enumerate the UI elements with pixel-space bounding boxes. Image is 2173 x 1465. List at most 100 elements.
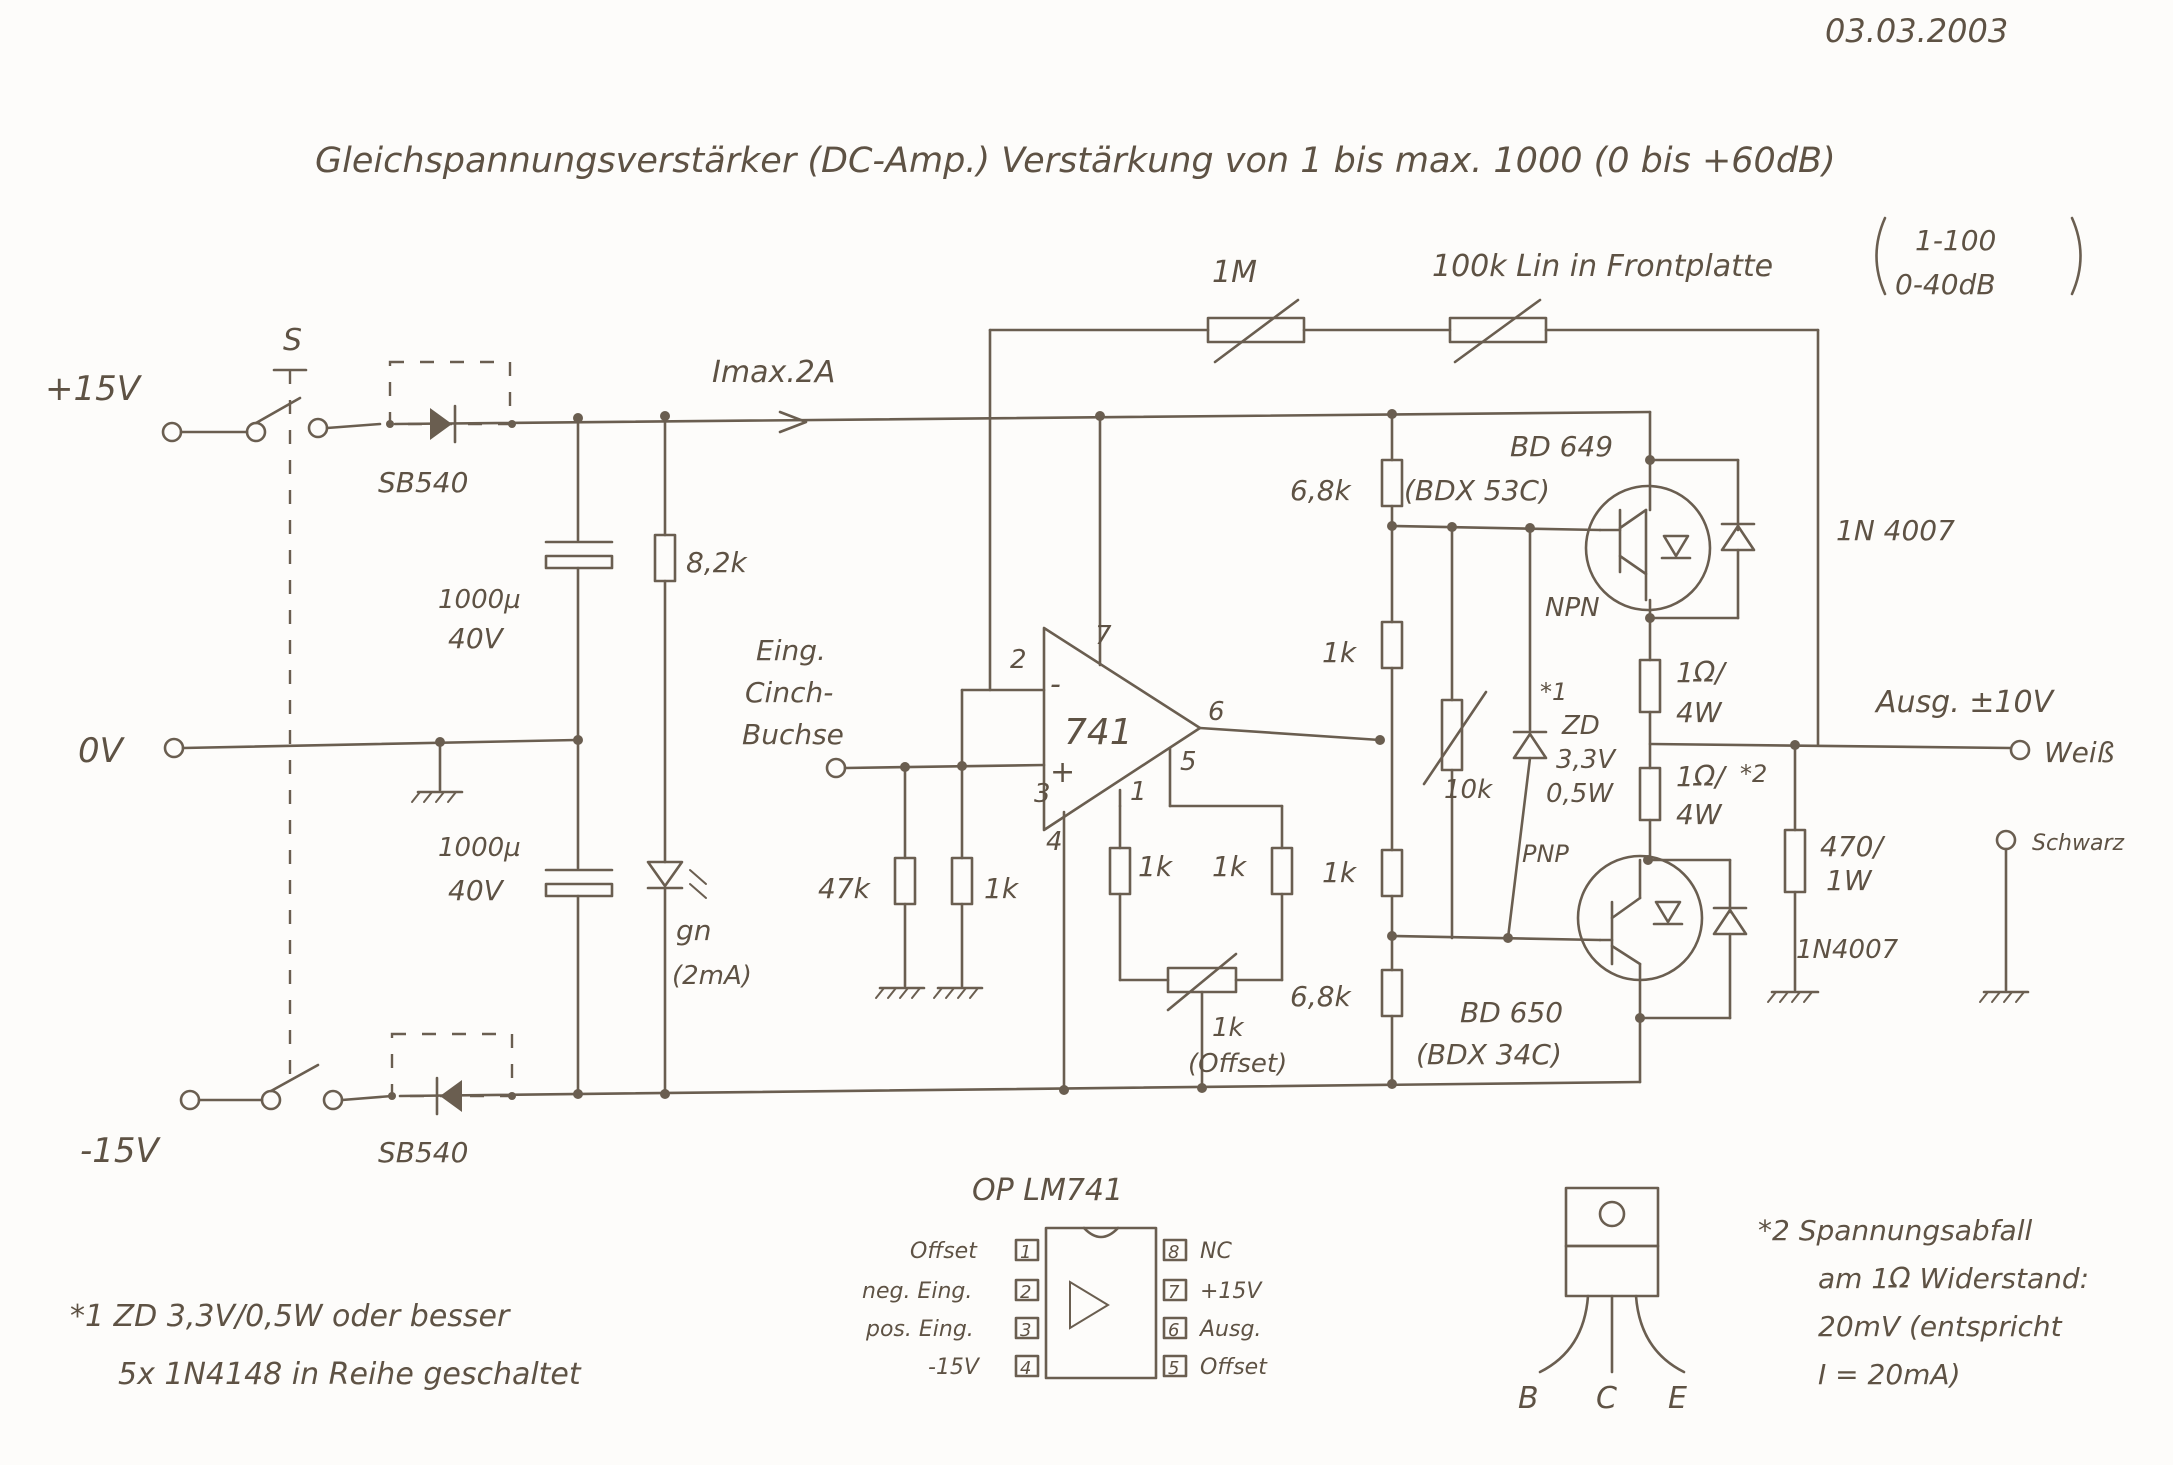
opamp-pin-2: 2 — [1010, 645, 1027, 675]
sb540-bottom-label: SB540 — [378, 1136, 468, 1169]
opamp-pin-6: 6 — [1208, 697, 1225, 727]
negative-rail — [340, 1080, 1642, 1102]
offset-pot-label: (Offset) — [1188, 1049, 1287, 1079]
output-label: Ausg. ±10V — [1874, 685, 2056, 720]
bias-pot-label: 10k — [1444, 775, 1493, 805]
switch-label: S — [283, 323, 302, 358]
opamp-plus-sign: + — [1050, 755, 1075, 790]
ic-left-pin-2: 2 — [1020, 1282, 1031, 1303]
input-label-2: Cinch- — [745, 676, 833, 709]
note1-line2: 5x 1N4148 in Reihe geschaltet — [118, 1357, 582, 1392]
led-indicator — [646, 411, 707, 1099]
opamp-pin-4: 4 — [1046, 827, 1063, 857]
zd-star: *1 — [1540, 678, 1567, 706]
minus-terminal — [179, 1089, 282, 1111]
supply-minus-label: -15V — [80, 1131, 162, 1171]
npn-transistor — [1584, 410, 1756, 662]
ic-right-label-8: NC — [1200, 1239, 1232, 1264]
pnp-type: PNP — [1522, 840, 1569, 868]
to220-package — [1538, 1186, 1686, 1374]
npn-diode-label: 1N 4007 — [1836, 514, 1955, 547]
ic-left-pin-1: 1 — [1020, 1242, 1031, 1263]
led-current: (2mA) — [672, 961, 752, 991]
bias-r-bot-label: 6,8k — [1290, 980, 1353, 1013]
ic-right-pin-6: 6 — [1168, 1320, 1179, 1341]
opamp-minus-sign: - — [1050, 667, 1061, 702]
bias-r-top-label: 6,8k — [1290, 474, 1353, 507]
ic-right-label-7: +15V — [1200, 1279, 1263, 1304]
npn-name: BD 649 — [1510, 430, 1613, 463]
to220-pin-e: E — [1668, 1381, 1687, 1416]
to220-pin-c: C — [1596, 1381, 1617, 1416]
output-black-label: Schwarz — [2032, 831, 2125, 856]
ic-title: OP LM741 — [972, 1173, 1123, 1208]
sb540-bottom-diode — [388, 1032, 516, 1116]
npn-type: NPN — [1545, 593, 1600, 623]
opamp-pin-5: 5 — [1180, 747, 1197, 777]
output-white-terminal — [2009, 739, 2031, 761]
positive-rail — [325, 410, 1652, 430]
current-arrow — [778, 410, 808, 434]
pnp-transistor — [1576, 854, 1748, 1084]
bias-r-mid1-label: 1k — [1322, 636, 1358, 669]
ic-left-label-3: pos. Eing. — [865, 1317, 974, 1342]
input-r1k-label: 1k — [984, 872, 1020, 905]
feedback-path — [988, 298, 1820, 746]
sb540-top-label: SB540 — [378, 466, 468, 499]
cap2-voltage: 40V — [448, 874, 505, 907]
pnp-alt: (BDX 34C) — [1416, 1038, 1562, 1071]
opamp-pin-3: 3 — [1034, 779, 1051, 809]
ic-right-pin-7: 7 — [1168, 1282, 1180, 1303]
ic-left-pin-3: 3 — [1020, 1320, 1031, 1341]
note2-line1: *2 Spannungsabfall — [1758, 1214, 2032, 1247]
opamp-741 — [1042, 411, 1382, 1095]
offset-network — [1108, 846, 1294, 1093]
re2-power: 4W — [1676, 798, 1723, 831]
ic-left-pin-4: 4 — [1020, 1358, 1031, 1379]
note2-line2: am 1Ω Widerstand: — [1818, 1262, 2089, 1295]
bias-network — [1375, 409, 1602, 1089]
input-network — [825, 688, 1046, 999]
ic-left-label-1: Offset — [910, 1239, 978, 1264]
offset-r1-label: 1k — [1138, 850, 1174, 883]
input-r47k-label: 47k — [818, 872, 872, 905]
ic-right-pin-8: 8 — [1168, 1242, 1179, 1263]
opamp-pin-7: 7 — [1095, 621, 1112, 651]
led-color: gn — [676, 914, 712, 947]
load-r-power: 1W — [1826, 864, 1873, 897]
supply-zero-label: 0V — [78, 731, 126, 771]
note1-line1: *1 ZD 3,3V/0,5W oder besser — [70, 1299, 511, 1334]
input-label-3: Buchse — [742, 718, 844, 751]
emitter-resistors — [1638, 658, 2012, 862]
pot-1m-label: 1M — [1212, 255, 1257, 290]
zero-terminal — [163, 737, 578, 759]
load-r-value: 470/ — [1820, 830, 1885, 863]
ic-right-pin-5: 5 — [1168, 1358, 1179, 1379]
range-bracket-right — [2070, 216, 2082, 296]
load-resistor — [1767, 743, 1820, 1003]
re1-power: 4W — [1676, 696, 1723, 729]
bias-r-mid2-label: 1k — [1322, 856, 1358, 889]
pnp-name: BD 650 — [1460, 996, 1563, 1029]
cap1-voltage: 40V — [448, 622, 505, 655]
input-label-1: Eing. — [756, 634, 826, 667]
opamp-pin-1: 1 — [1130, 777, 1147, 807]
ic-right-label-6: Ausg. — [1198, 1317, 1261, 1342]
output-white-label: Weiß — [2044, 736, 2114, 769]
cap2-value: 1000µ — [438, 833, 521, 863]
ground-symbol-0v — [411, 737, 464, 803]
ic-left-label-4: -15V — [928, 1355, 981, 1380]
range-bracket-left — [1875, 216, 1887, 296]
ic-package — [1014, 1226, 1188, 1380]
zd-label: ZD — [1561, 711, 1600, 741]
led-resistor-value: 8,2k — [686, 546, 749, 579]
npn-alt: (BDX 53C) — [1404, 474, 1550, 507]
output-black-terminal — [1979, 829, 2030, 1003]
sb540-top-diode — [386, 360, 516, 444]
re2-value: 1Ω/ — [1676, 760, 1727, 793]
pnp-diode-label: 1N4007 — [1796, 935, 1899, 965]
pot-100k-label: 100k Lin in Frontplatte — [1432, 249, 1773, 284]
to220-pin-b: B — [1518, 1381, 1539, 1416]
power-switch — [254, 368, 344, 1111]
